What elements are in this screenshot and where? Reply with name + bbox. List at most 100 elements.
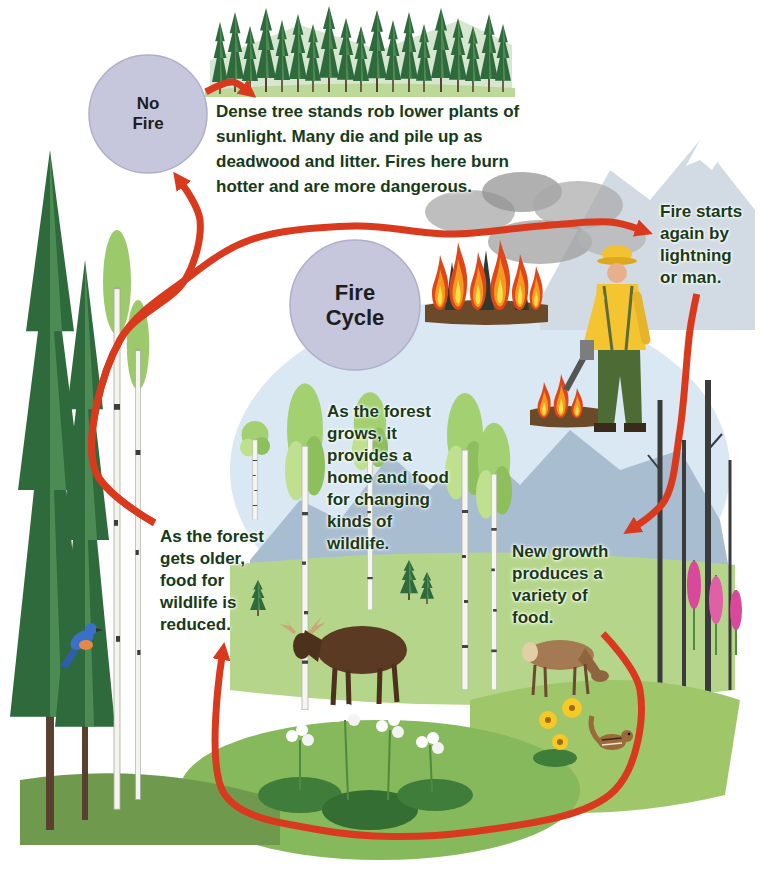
elk: [591, 670, 609, 682]
elk: [533, 665, 535, 695]
firefighter: [607, 263, 627, 283]
elk: [574, 667, 575, 695]
stage-text: New growth produces a variety of food.: [508, 538, 634, 632]
dense-forest: [256, 8, 276, 92]
cycle-arrow: [637, 294, 697, 525]
elk: [522, 640, 609, 697]
firefighter: [598, 350, 642, 425]
white-flowers: [416, 736, 428, 748]
left-forest: [103, 230, 131, 810]
dense-forest: [400, 12, 418, 92]
cycle-arrow: [92, 185, 201, 523]
aspen-grove: [400, 560, 418, 600]
bluebird: [79, 640, 93, 650]
dense-forest: [367, 10, 387, 92]
yellow-flowers: [533, 698, 582, 767]
burnt-snags: [648, 380, 730, 700]
aspen-grove: [240, 383, 512, 710]
ground-fire: [538, 382, 551, 418]
dense-forest: [242, 26, 258, 92]
dense-forest: [353, 26, 369, 92]
moose: [308, 616, 326, 634]
stage-caption: Fire starts again by lightning or man.: [660, 201, 752, 289]
elk: [545, 667, 546, 697]
white-flowers: [376, 720, 388, 732]
firefighter: [604, 286, 612, 350]
moose: [394, 664, 397, 702]
firefighter: [580, 340, 594, 360]
chipmunk: [591, 716, 600, 742]
dense-forest: [385, 20, 401, 92]
dense-forest: [465, 26, 481, 92]
dense-forest: [289, 14, 307, 92]
dense-forest: [274, 20, 290, 92]
white-flowers: [348, 714, 360, 726]
chipmunk: [628, 733, 631, 736]
crown-fire: [512, 254, 528, 310]
aspen-grove: [476, 423, 512, 690]
white-flowers: [430, 745, 432, 792]
stage-text: As the forest grows, it provides a home …: [323, 398, 453, 558]
aspen-grove: [240, 421, 270, 520]
white-flowers: [388, 714, 400, 726]
yellow-flowers: [552, 734, 568, 750]
cycle-arrow: [206, 82, 244, 92]
moose: [293, 633, 311, 659]
stage-text: As the forest gets older, food for wildl…: [156, 523, 284, 639]
title-circle: Fire Cycle: [289, 239, 421, 371]
stage-caption: New growth produces a variety of food.: [512, 541, 630, 629]
sky-and-mountains: [686, 140, 720, 170]
crown-fire: [432, 255, 448, 310]
burnt-snags: [658, 400, 663, 690]
white-flowers: [345, 720, 348, 800]
yellow-flowers: [569, 705, 575, 711]
moose: [333, 668, 335, 705]
chipmunk: [602, 738, 622, 740]
ground-fire: [554, 374, 569, 418]
crown-fire: [449, 242, 467, 310]
left-forest: [10, 150, 149, 830]
state-circle: No Fire: [88, 54, 208, 174]
crown-fire: [530, 266, 543, 310]
fireweed: [709, 576, 723, 624]
aspen-grove: [445, 393, 485, 690]
white-flowers: [286, 730, 298, 742]
circle-shape: [290, 240, 420, 370]
burnt-snags: [705, 380, 711, 700]
left-forest: [127, 300, 149, 800]
crown-fire: [470, 252, 486, 310]
chipmunk: [602, 743, 622, 745]
crown-fire: [490, 240, 510, 310]
dense-forest: [205, 6, 515, 97]
moose: [280, 616, 407, 706]
dense-forest: [431, 8, 451, 92]
moose: [348, 670, 349, 706]
dense-forest: [319, 6, 339, 92]
bluebird: [60, 648, 78, 668]
firefighter: [624, 423, 646, 432]
dense-forest: [495, 24, 511, 92]
yellow-flowers: [545, 717, 551, 723]
dense-forest: [449, 18, 467, 92]
burnt-snags: [648, 455, 660, 470]
moose: [379, 668, 380, 704]
white-flowers: [258, 704, 473, 830]
white-flowers: [299, 740, 301, 790]
white-flowers: [397, 779, 473, 811]
burnt-snags: [729, 460, 732, 690]
circle-label: Fire Cycle: [310, 280, 400, 331]
stage-text: Fire starts again by lightning or man.: [656, 198, 756, 292]
dense-forest: [416, 24, 432, 92]
fireweed: [730, 590, 742, 630]
chipmunk: [621, 730, 633, 742]
circle-shape: [89, 55, 207, 173]
aspen-grove: [250, 580, 266, 616]
white-flowers: [342, 704, 354, 716]
stage-caption: As the forest gets older, food for wildl…: [160, 526, 280, 636]
bluebird: [85, 623, 97, 635]
dense-forest: [337, 18, 355, 92]
fireweed: [687, 560, 742, 655]
firefighter: [637, 296, 646, 340]
firefighter: [626, 286, 632, 350]
